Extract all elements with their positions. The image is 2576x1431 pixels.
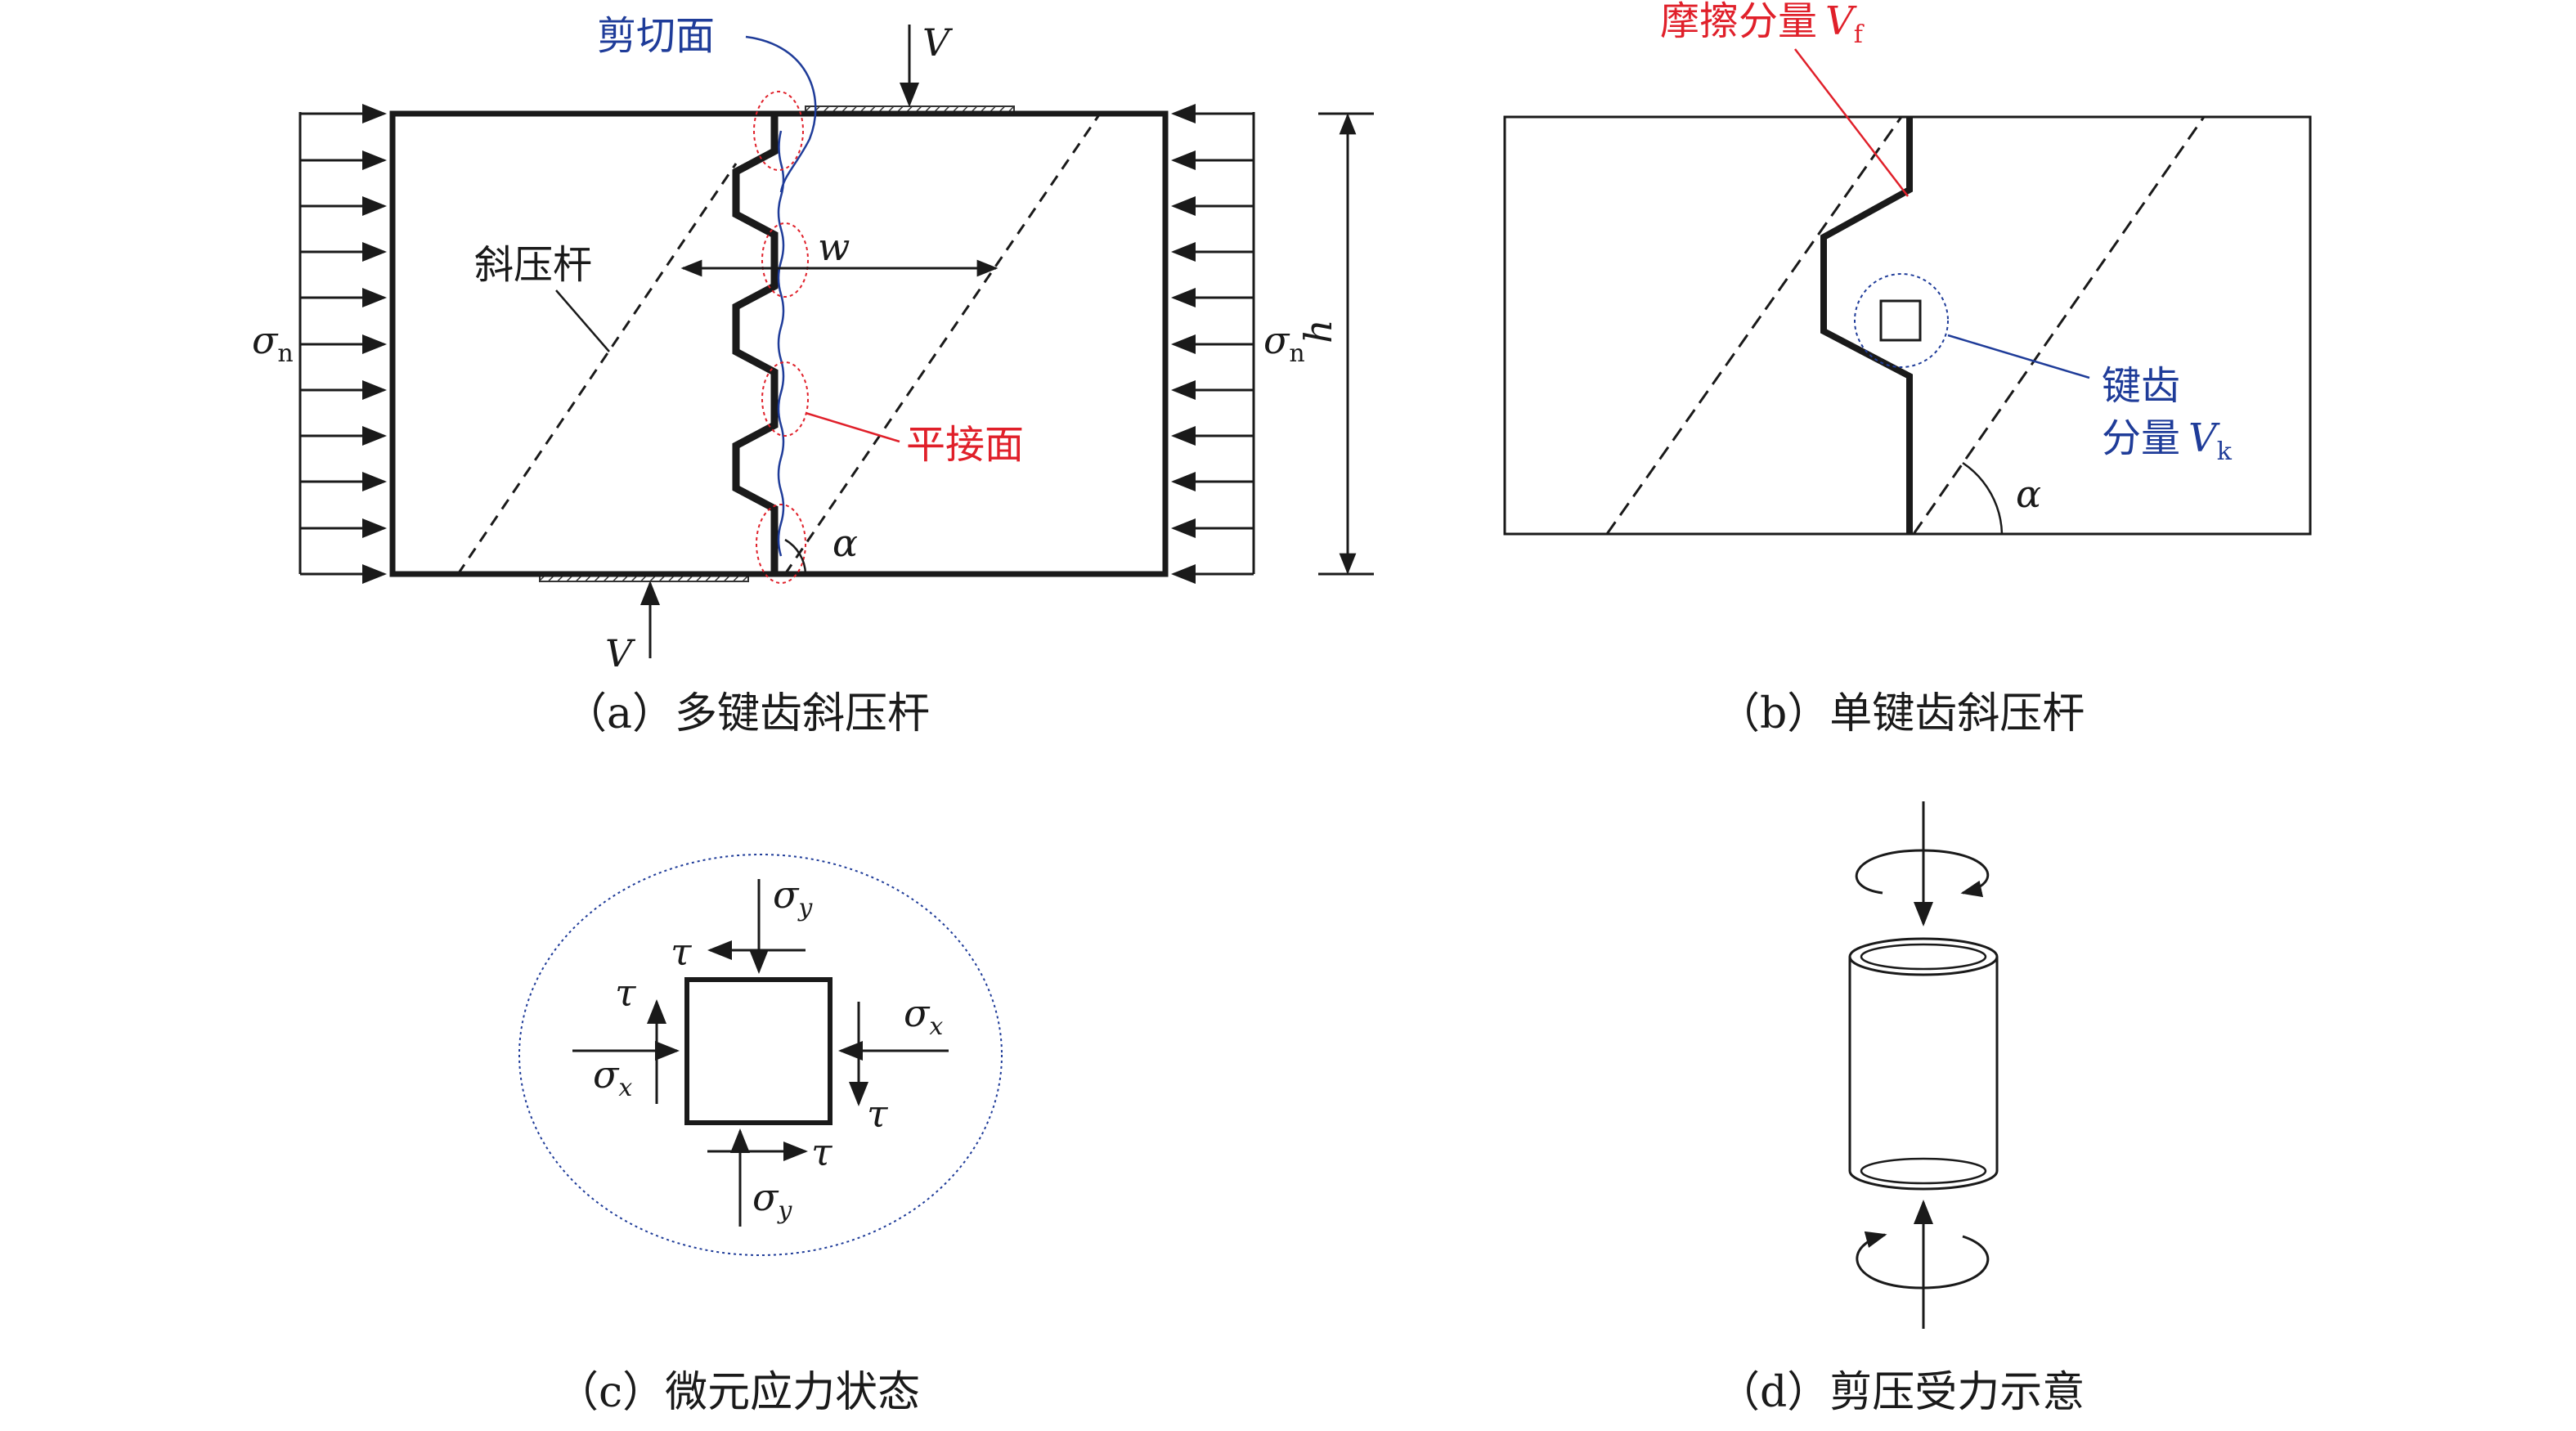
- caption-b: （b）单键齿斜压杆: [1717, 689, 2085, 738]
- key-label-line1: 键齿: [2102, 363, 2180, 409]
- angle-arc-b: [1962, 461, 2004, 535]
- strut-label: 斜压杆: [474, 242, 592, 288]
- top-load-label: V: [922, 20, 954, 65]
- tube-top-outer: [1848, 937, 1999, 976]
- sigma-x-right-label: σx: [904, 991, 943, 1041]
- top-torsion-arrow: [1855, 849, 1990, 898]
- flat-joint-circle-1: [753, 91, 804, 171]
- tube-body: [1848, 957, 1999, 1191]
- tube-top-inner: [1860, 943, 1987, 971]
- width-symbol: w: [818, 225, 850, 269]
- normal-stress-right: σn: [1263, 318, 1305, 368]
- key-leader: [1947, 334, 2090, 379]
- caption-d: （d）剪压受力示意: [1717, 1368, 2085, 1417]
- sigma-x-left-label: σx: [593, 1052, 632, 1102]
- flat-joint-circle-4: [756, 504, 806, 584]
- specimen-outline: [389, 110, 1169, 577]
- caption-c: （c）微元应力状态: [556, 1368, 920, 1417]
- sigma-y-top-label: σy: [773, 873, 813, 922]
- panel-c: σy σy σx σx τ τ τ τ （c）微元应力状态: [518, 854, 1003, 1417]
- tau-right-label: τ: [867, 1092, 889, 1136]
- bottom-torsion-arrow: [1856, 1231, 1990, 1290]
- stress-element: [684, 977, 832, 1125]
- sigma-y-bottom-label: σy: [752, 1175, 792, 1225]
- key-zone-circle: [1854, 273, 1949, 368]
- shear-plane-label: 剪切面: [597, 13, 715, 59]
- shear-plane-leader: [745, 35, 817, 193]
- tau-bottom-label: τ: [811, 1130, 833, 1174]
- strut-line-left: [456, 163, 738, 575]
- panel-a: 剪切面 斜压杆 平接面 w α V V h σn σn （a）多键齿斜压杆: [252, 13, 1374, 738]
- tube-bottom-inner: [1860, 1157, 1987, 1185]
- bottom-load-label: V: [605, 631, 636, 675]
- flat-joint-leader: [805, 411, 900, 443]
- left-stress-arrows: [300, 104, 387, 584]
- keyed-joint-profile: [732, 114, 779, 574]
- friction-leader: [1794, 48, 1909, 197]
- angle-symbol-b: α: [2016, 472, 2041, 516]
- strut-line-right-b: [1912, 116, 2206, 535]
- shear-plane-line: [777, 130, 785, 557]
- single-key-profile: [1820, 117, 1913, 534]
- caption-a: （a）多键齿斜压杆: [564, 689, 930, 738]
- panel-d: （d）剪压受力示意: [1717, 801, 2085, 1417]
- strut-line-right: [783, 113, 1102, 575]
- element-zone-ellipse: [518, 854, 1003, 1256]
- tau-left-label: τ: [615, 971, 637, 1015]
- right-stress-arrows: [1171, 104, 1254, 584]
- strut-line-left-b: [1605, 116, 1903, 535]
- flat-joint-circle-3: [761, 361, 809, 437]
- tau-top-label: τ: [671, 930, 693, 974]
- angle-arc-a: [784, 538, 807, 575]
- flat-joint-label: 平接面: [906, 422, 1024, 468]
- normal-stress-left: σn: [252, 318, 294, 368]
- key-element-square: [1879, 299, 1922, 342]
- height-symbol: h: [1296, 319, 1340, 343]
- strut-leader: [555, 289, 610, 352]
- angle-symbol-a: α: [832, 521, 858, 565]
